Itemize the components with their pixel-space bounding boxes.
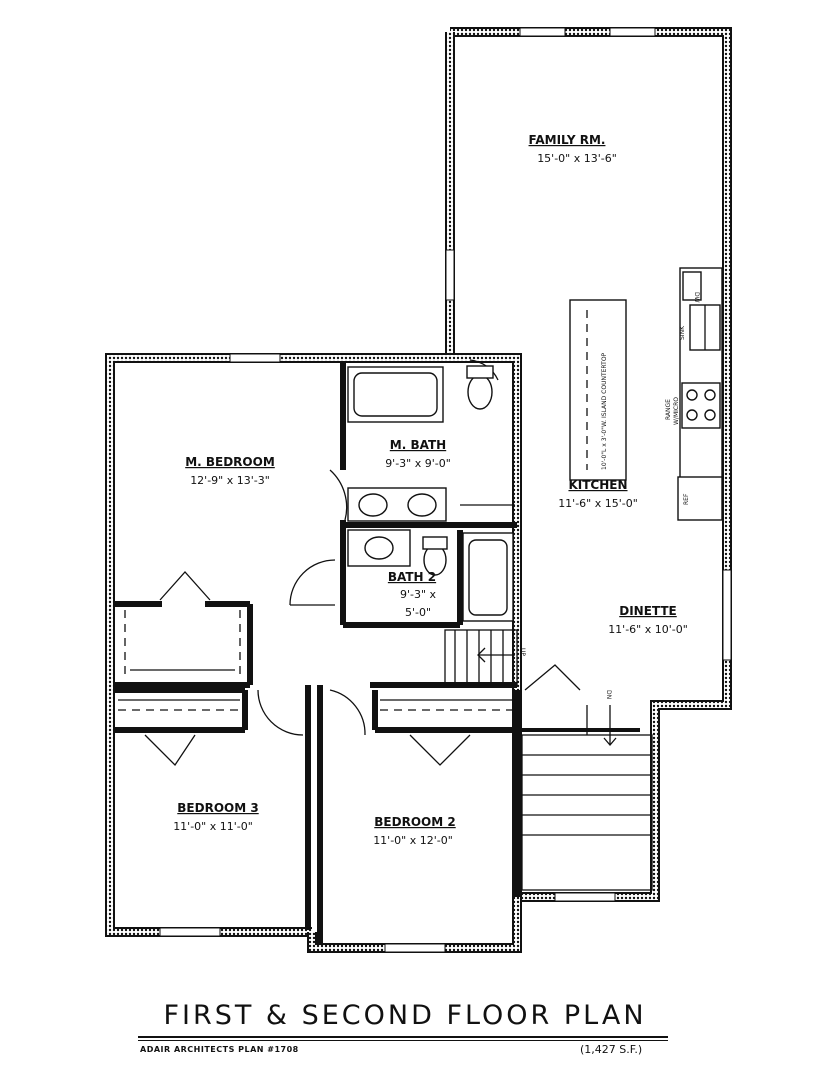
dw-label: DW <box>693 292 700 303</box>
room-bath2-name: BATH 2 <box>388 570 436 584</box>
room-kitchen-name: KITCHEN <box>568 478 627 492</box>
master-toilet <box>467 374 493 410</box>
room-bed2-name: BEDROOM 2 <box>374 815 455 829</box>
stairs <box>444 629 653 891</box>
exterior-walls <box>105 27 732 953</box>
closet-lines <box>118 610 515 711</box>
room-bed3-name: BEDROOM 3 <box>177 801 258 815</box>
island-label: 10'-0"L x 3'-0"W. ISLAND COUNTERTOP <box>601 352 608 470</box>
stair-dn-label: DN <box>605 690 612 699</box>
plan-title: FIRST & SECOND FLOOR PLAN <box>163 1000 647 1031</box>
room-family-dim: 15'-0" x 13'-6" <box>537 152 617 165</box>
ref-label: REF <box>683 493 690 505</box>
room-bath2-dim1: 9'-3" x <box>400 588 437 601</box>
room-dinette-dim: 11'-6" x 10'-0" <box>608 623 688 636</box>
bath-fixtures <box>347 365 515 622</box>
room-mbath-name: M. BATH <box>390 438 446 452</box>
room-mbath-dim: 9'-3" x 9'-0" <box>385 457 451 470</box>
island-countertop <box>569 299 627 481</box>
room-master-name: M. BEDROOM <box>185 455 275 469</box>
room-master-dim: 12'-9" x 13'-3" <box>190 474 270 487</box>
room-bed2-dim: 11'-0" x 12'-0" <box>373 834 453 847</box>
doors <box>144 359 581 767</box>
title-rule <box>138 1036 668 1038</box>
room-bed3-dim: 11'-0" x 11'-0" <box>173 820 253 833</box>
plan-area: (1,427 S.F.) <box>580 1043 643 1056</box>
interior-walls <box>114 362 640 945</box>
kitchen-fixtures <box>569 267 723 521</box>
range <box>681 382 721 429</box>
room-dinette-name: DINETTE <box>619 604 677 618</box>
sink-label: SINK <box>679 325 686 340</box>
range-label: RANGE <box>665 399 672 420</box>
title-rule-thin <box>138 1040 668 1041</box>
room-bath2-dim2: 5'-0" <box>405 606 431 619</box>
room-kitchen-dim: 11'-6" x 15'-0" <box>558 497 638 510</box>
plan-subtitle: ADAIR ARCHITECTS PLAN #1708 <box>140 1045 299 1054</box>
micro-label: W/MICRO <box>673 397 680 425</box>
dw <box>682 271 702 301</box>
refrigerator <box>677 476 723 521</box>
stair-up-label: UP <box>519 648 526 656</box>
room-family-name: FAMILY RM. <box>529 133 606 147</box>
